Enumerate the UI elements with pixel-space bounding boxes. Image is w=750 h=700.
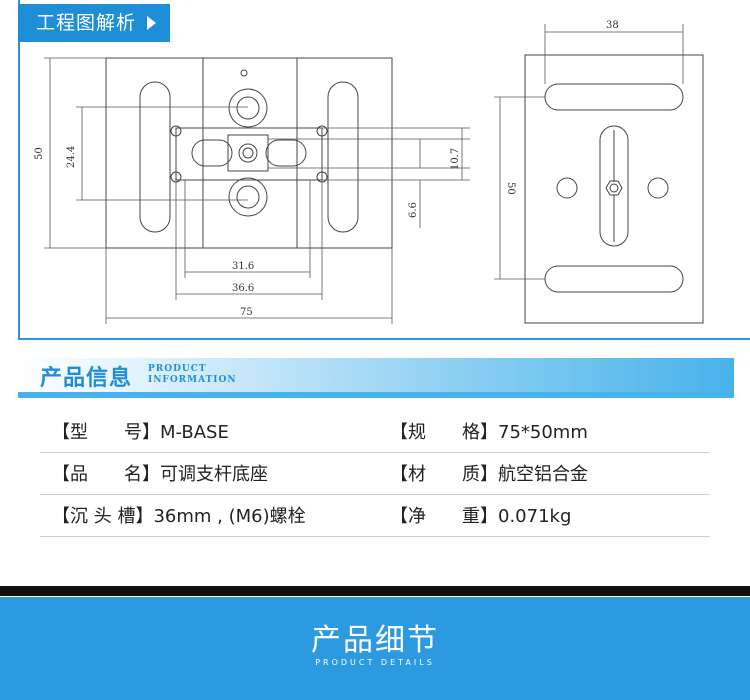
front-small-mark bbox=[240, 69, 248, 77]
front-center-slot-right bbox=[265, 139, 307, 167]
dim-31-6: 31.6 bbox=[232, 261, 254, 272]
section-divider bbox=[0, 586, 750, 596]
info-row-countersink: 【沉 头 槽】36mm , (M6)螺栓 【净 重】0.071kg bbox=[40, 494, 710, 537]
side-view bbox=[524, 54, 704, 324]
product-details-panel bbox=[0, 597, 750, 700]
info-row-name: 【品 名】可调支杆底座 【材 质】航空铝合金 bbox=[40, 452, 710, 495]
info-countersink: 【沉 头 槽】36mm , (M6)螺栓 bbox=[52, 506, 306, 527]
front-slot-left bbox=[139, 81, 171, 233]
front-center-bracket bbox=[175, 127, 323, 181]
product-details-title: 产品细节 bbox=[311, 623, 439, 658]
dim-6-6: 6.6 bbox=[408, 202, 419, 218]
drawing-tab-label: 工程图解析 bbox=[18, 4, 171, 42]
front-hole-top-outer bbox=[228, 88, 268, 128]
side-hole-right bbox=[647, 177, 669, 199]
dim-side-50: 50 bbox=[505, 182, 516, 195]
dim-24-4: 24.4 bbox=[66, 146, 77, 168]
dim-75: 75 bbox=[240, 307, 253, 318]
side-hole-left bbox=[556, 177, 578, 199]
product-info-title: 产品信息 bbox=[40, 366, 133, 391]
play-arrow-icon bbox=[147, 16, 157, 30]
product-info-en-line2: INFORMATION bbox=[148, 375, 237, 385]
side-slot-top bbox=[544, 83, 684, 111]
product-details-subtitle: PRODUCT DETAILS bbox=[315, 658, 435, 667]
dim-38: 38 bbox=[606, 20, 619, 31]
info-weight: 【净 重】0.071kg bbox=[390, 506, 572, 527]
dim-10-7: 10.7 bbox=[450, 148, 461, 170]
side-plate-outline bbox=[524, 54, 704, 324]
product-info-title-en: PRODUCT INFORMATION bbox=[148, 364, 258, 386]
front-bracket-corner-tr bbox=[316, 125, 328, 137]
front-nut-inner bbox=[242, 147, 254, 159]
side-slot-bottom bbox=[544, 265, 684, 293]
side-nut-inner bbox=[609, 183, 619, 193]
front-nut-outer bbox=[238, 143, 258, 163]
info-spec: 【规 格】75*50mm bbox=[390, 422, 588, 443]
front-bracket-corner-tl bbox=[170, 125, 182, 137]
front-plate-outline bbox=[105, 57, 393, 249]
engineering-drawing: 50 24.4 10.7 6.6 31.6 36.6 75 38 50 bbox=[34, 20, 704, 324]
front-hole-top-inner bbox=[236, 96, 260, 120]
info-material: 【材 质】航空铝合金 bbox=[390, 464, 588, 485]
info-row-model: 【型 号】M-BASE 【规 格】75*50mm bbox=[40, 410, 710, 453]
side-dimension-lines bbox=[494, 24, 684, 280]
front-dimension-lines bbox=[44, 57, 470, 324]
front-hole-bottom-inner bbox=[236, 185, 260, 209]
info-name: 【品 名】可调支杆底座 bbox=[52, 464, 268, 485]
banner-underline bbox=[18, 392, 734, 398]
product-info-en-line1: PRODUCT bbox=[148, 364, 207, 374]
dim-36-6: 36.6 bbox=[232, 283, 254, 294]
front-center-slot-left bbox=[191, 139, 233, 167]
tab-label-text: 工程图解析 bbox=[36, 12, 137, 34]
front-view bbox=[105, 57, 393, 249]
front-hole-bottom-outer bbox=[228, 177, 268, 217]
product-info-banner: 产品信息 PRODUCT INFORMATION bbox=[18, 358, 734, 394]
info-model: 【型 号】M-BASE bbox=[52, 422, 229, 443]
front-nut-box bbox=[227, 134, 269, 172]
side-center-slot bbox=[599, 125, 629, 247]
dim-50: 50 bbox=[34, 147, 45, 160]
side-nut bbox=[605, 180, 623, 196]
front-slot-right bbox=[327, 81, 359, 233]
